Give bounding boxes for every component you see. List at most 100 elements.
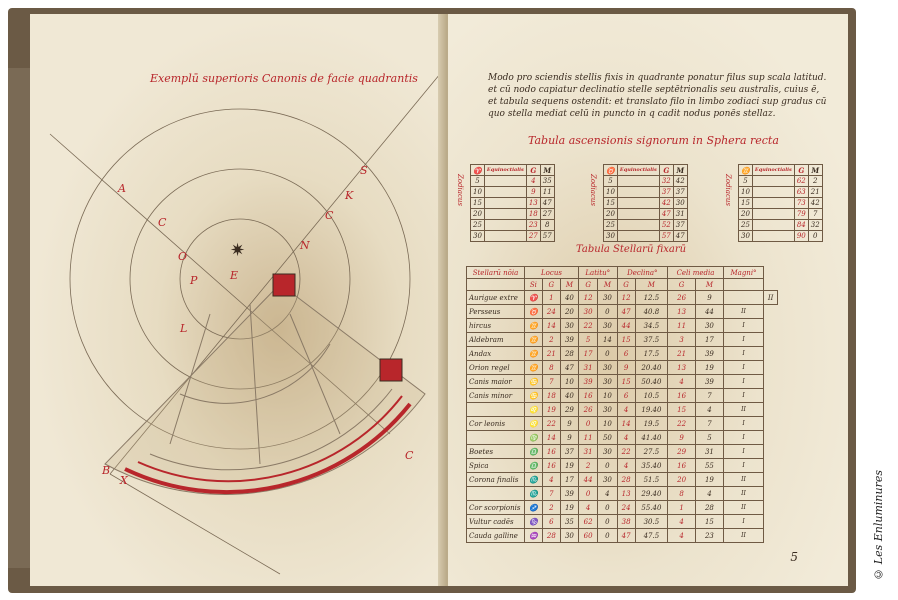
minute-cell: 27: [539, 208, 555, 220]
midheaven-g-cell: 8: [667, 486, 696, 501]
declination-g-cell: 47: [616, 304, 636, 319]
grade-cell: 18: [525, 208, 541, 220]
star-name-cell: Cauda galline: [466, 528, 525, 543]
star-name-cell: Aurigue extre: [466, 290, 525, 305]
magnitude-note-cell: I: [722, 332, 765, 347]
star-name-cell: Canis minor: [466, 388, 525, 403]
grade-cell: 47: [658, 208, 674, 220]
midheaven-m-cell: 15: [695, 514, 724, 529]
latitude-m-cell: 0: [597, 346, 618, 361]
latitude-m-cell: 0: [597, 304, 618, 319]
svg-text:L: L: [179, 322, 187, 335]
spacer-cell: [751, 186, 795, 198]
declination-g-cell: 6: [616, 388, 636, 403]
minute-cell: 47: [539, 197, 555, 209]
degree-cell: 20: [738, 208, 753, 220]
grade-cell: 4: [525, 175, 541, 187]
latitude-g-cell: 16: [577, 388, 599, 403]
right-page: Modo pro sciendis stellis fixis in quadr…: [448, 14, 848, 586]
midheaven-m-cell: 39: [695, 374, 724, 389]
spacer-cell: [616, 230, 660, 242]
midheaven-g-cell: 16: [667, 388, 696, 403]
grade-cell: 84: [793, 219, 809, 231]
declination-m-cell: 29.40: [634, 486, 669, 501]
svg-text:P: P: [189, 274, 198, 287]
longitude-g-cell: 7: [541, 374, 561, 389]
sign-cell: ♏: [524, 472, 543, 487]
column-header: Celi media: [667, 266, 724, 279]
midheaven-m-cell: 23: [695, 528, 724, 543]
longitude-g-cell: 4: [541, 472, 561, 487]
degree-cell: 30: [738, 230, 753, 242]
star-name-cell: Aldebram: [466, 332, 525, 347]
equinoctial-label: Equinoctialis: [483, 164, 527, 176]
declination-g-cell: 15: [616, 374, 636, 389]
sign-cell: ♊: [524, 346, 543, 361]
declination-m-cell: 17.5: [634, 346, 669, 361]
latitude-g-cell: 0: [577, 416, 599, 431]
spacer-cell: [751, 208, 795, 220]
spacer-cell: [483, 197, 527, 209]
degree-cell: 25: [738, 219, 753, 231]
longitude-g-cell: 2: [541, 500, 561, 515]
longitude-g-cell: 19: [541, 402, 561, 417]
latitude-g-cell: 11: [577, 430, 599, 445]
midheaven-g-cell: 20: [667, 472, 696, 487]
magnitude-note-cell: I: [722, 346, 765, 361]
star-table-title: Tabula Stellarū fixarū: [576, 244, 687, 255]
spacer-cell: [751, 219, 795, 231]
sign-cell: ♎: [524, 458, 543, 473]
sign-cell: ♊: [524, 360, 543, 375]
minute-cell: 37: [672, 186, 688, 198]
subheader: M: [559, 278, 579, 291]
longitude-g-cell: 2: [541, 332, 561, 347]
equinoctial-label: Equinoctialis: [751, 164, 795, 176]
degree-cell: 15: [470, 197, 485, 209]
star-name-cell: Boetes: [466, 444, 525, 459]
latitude-m-cell: 50: [597, 430, 618, 445]
midheaven-g-cell: 29: [667, 444, 696, 459]
declination-m-cell: 55.40: [634, 500, 669, 515]
star-name-cell: [466, 402, 525, 417]
midheaven-g-cell: 11: [667, 318, 696, 333]
svg-text:C: C: [405, 449, 414, 462]
minute-cell: 42: [807, 197, 823, 209]
midheaven-g-cell: 4: [667, 514, 696, 529]
latitude-g-cell: 30: [577, 304, 599, 319]
latitude-m-cell: 30: [597, 290, 618, 305]
longitude-m-cell: 30: [559, 318, 579, 333]
svg-text:O: O: [178, 250, 187, 263]
grade-cell: 23: [525, 219, 541, 231]
star-name-cell: hircus: [466, 318, 525, 333]
declination-m-cell: 37.5: [634, 332, 669, 347]
declination-g-cell: 6: [616, 346, 636, 361]
midheaven-m-cell: 5: [695, 430, 724, 445]
latitude-m-cell: 10: [597, 416, 618, 431]
midheaven-m-cell: 30: [695, 318, 724, 333]
declination-g-cell: 14: [616, 416, 636, 431]
spacer-cell: [751, 230, 795, 242]
longitude-m-cell: 35: [559, 514, 579, 529]
ornament-square-top: [272, 273, 296, 297]
latitude-m-cell: 14: [597, 332, 618, 347]
longitude-m-cell: 40: [559, 290, 579, 305]
grade-cell: 73: [793, 197, 809, 209]
midheaven-g-cell: 15: [667, 402, 696, 417]
longitude-m-cell: 39: [559, 332, 579, 347]
star-name-cell: Orion regel: [466, 360, 525, 375]
